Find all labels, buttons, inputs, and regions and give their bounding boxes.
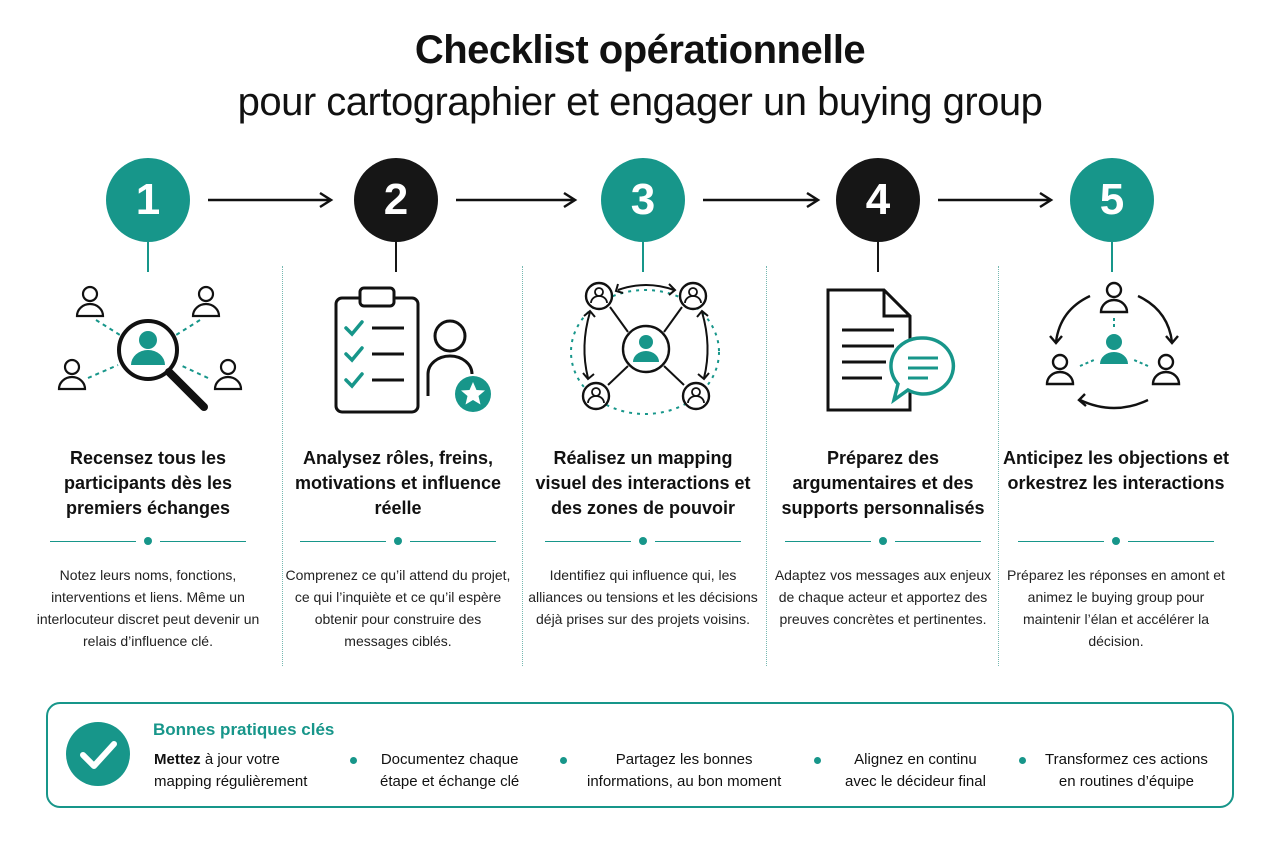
step-4-title: Préparez des argumentaires et des suppor… bbox=[781, 448, 985, 518]
best-practice-bold: Mettez bbox=[154, 751, 201, 768]
arrow-right-icon bbox=[703, 191, 821, 209]
arrow-right-icon bbox=[456, 191, 578, 209]
step-separator bbox=[300, 536, 496, 546]
step-5-description: Préparez les réponses en amont et animez… bbox=[1007, 567, 1225, 649]
column-divider bbox=[998, 266, 999, 666]
best-practice-item: Transformez ces actions en routines d’éq… bbox=[1045, 749, 1208, 793]
best-practices-panel bbox=[46, 702, 1234, 808]
step-5-stem bbox=[1111, 242, 1113, 272]
best-practice-line: Transformez ces actions bbox=[1045, 751, 1208, 768]
bullet-dot bbox=[814, 757, 821, 764]
bullet-dot bbox=[1019, 757, 1026, 764]
step-3-description: Identifiez qui influence qui, les allian… bbox=[528, 567, 758, 627]
step-4-number: 4 bbox=[836, 158, 920, 242]
best-practice-line: mapping régulièrement bbox=[154, 773, 308, 790]
step-separator bbox=[785, 536, 981, 546]
best-practice-line: étape et échange clé bbox=[380, 773, 520, 790]
column-divider bbox=[766, 266, 767, 666]
step-5-title: Anticipez les objections et orkestrez le… bbox=[1002, 448, 1230, 493]
best-practice-line: à jour votre bbox=[200, 751, 280, 768]
step-1-stem bbox=[147, 242, 149, 272]
best-practice-line: Partagez les bonnes bbox=[615, 751, 753, 768]
best-practice-line: Documentez chaque bbox=[380, 751, 519, 768]
best-practice-line: Alignez en continu bbox=[854, 751, 977, 768]
arrow-right-icon bbox=[938, 191, 1054, 209]
group-cycle-icon bbox=[1045, 281, 1181, 410]
page-title: Checklist opérationnelle bbox=[414, 28, 866, 72]
page-subtitle: pour cartographier et engager un buying … bbox=[237, 80, 1043, 124]
step-3-number: 3 bbox=[601, 158, 685, 242]
step-separator bbox=[50, 536, 246, 546]
best-practice-line: en routines d’équipe bbox=[1058, 773, 1194, 790]
step-1-title: Recensez tous les participants dès les p… bbox=[63, 448, 233, 518]
step-5-number: 5 bbox=[1070, 158, 1154, 242]
column-divider bbox=[522, 266, 523, 666]
step-4-description: Adaptez vos messages aux enjeux de chaqu… bbox=[774, 567, 992, 627]
step-separator bbox=[1018, 536, 1214, 546]
arrow-right-icon bbox=[208, 191, 334, 209]
people-search-icon bbox=[57, 285, 243, 411]
network-map-icon bbox=[570, 281, 720, 415]
best-practices-title: Bonnes pratiques clés bbox=[153, 720, 335, 739]
step-3-title: Réalisez un mapping visuel des interacti… bbox=[535, 448, 751, 518]
step-2-title: Analysez rôles, freins, motivations et i… bbox=[294, 448, 502, 518]
step-4-stem bbox=[877, 242, 879, 272]
checkmark-icon bbox=[66, 722, 130, 786]
step-2-stem bbox=[395, 242, 397, 272]
document-chat-icon bbox=[826, 288, 956, 412]
best-practice-item: Documentez chaque étape et échange clé bbox=[380, 749, 519, 793]
step-1-description: Notez leurs noms, fonctions, interventio… bbox=[36, 567, 260, 649]
best-practice-item: Mettez à jour votre mapping régulièremen… bbox=[154, 749, 307, 793]
step-separator bbox=[545, 536, 741, 546]
clipboard-profile-icon bbox=[334, 286, 491, 414]
best-practice-line: avec le décideur final bbox=[845, 773, 986, 790]
bullet-dot bbox=[350, 757, 357, 764]
best-practice-item: Alignez en continu avec le décideur fina… bbox=[845, 749, 986, 793]
best-practice-item: Partagez les bonnes informations, au bon… bbox=[587, 749, 781, 793]
column-divider bbox=[282, 266, 283, 666]
step-2-description: Comprenez ce qu’il attend du projet, ce … bbox=[285, 567, 511, 649]
step-3-stem bbox=[642, 242, 644, 272]
bullet-dot bbox=[560, 757, 567, 764]
step-2-number: 2 bbox=[354, 158, 438, 242]
step-1-number: 1 bbox=[106, 158, 190, 242]
best-practice-line: informations, au bon moment bbox=[587, 773, 782, 790]
